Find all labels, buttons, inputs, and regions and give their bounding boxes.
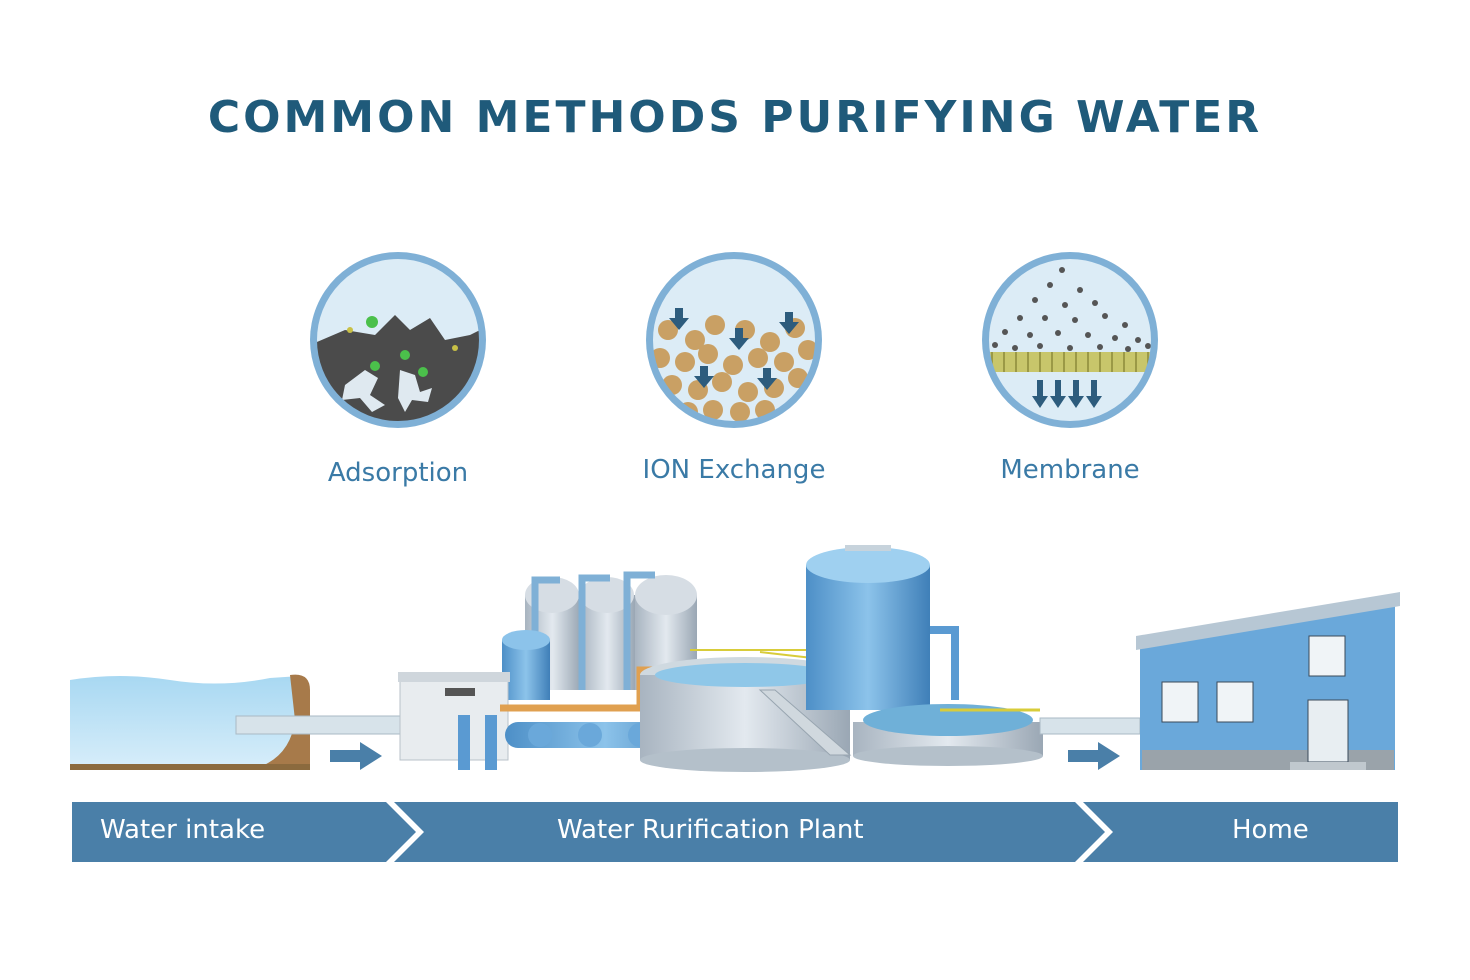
stage-label-plant: Water Rurification Plant bbox=[557, 815, 864, 845]
stage-bar bbox=[72, 802, 1398, 862]
membrane-icon bbox=[982, 252, 1158, 428]
ion-exchange-icon bbox=[646, 252, 822, 428]
stage-label-home: Home bbox=[1232, 815, 1309, 845]
method-label-adsorption: Adsorption bbox=[327, 458, 469, 488]
method-label-membrane: Membrane bbox=[1000, 455, 1140, 485]
page-title: COMMON METHODS PURIFYING WATER bbox=[207, 92, 1263, 143]
purification-plant-illustration bbox=[398, 545, 1141, 772]
flow-arrow-1 bbox=[330, 742, 382, 770]
method-label-ion-exchange: ION Exchange bbox=[642, 455, 826, 485]
stage-label-water-intake: Water intake bbox=[100, 815, 266, 845]
home-illustration bbox=[1136, 592, 1400, 770]
water-intake-illustration bbox=[70, 674, 407, 770]
flow-arrow-2 bbox=[1068, 742, 1120, 770]
adsorption-icon bbox=[310, 252, 486, 428]
